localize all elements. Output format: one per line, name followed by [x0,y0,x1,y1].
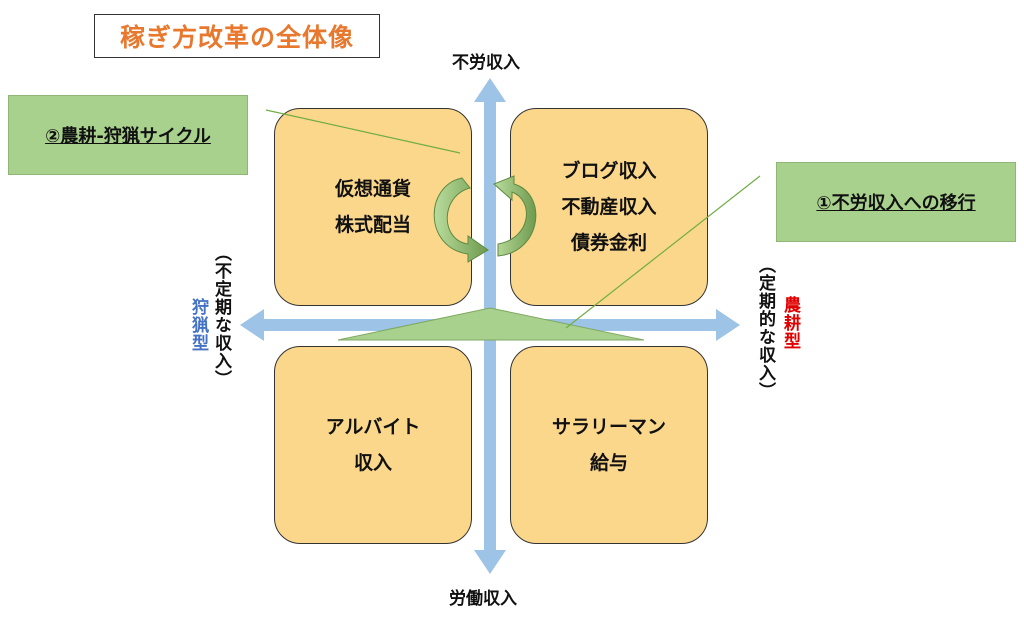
cycle-callout-pointer [265,109,461,154]
quadrant-bottom-left: アルバイト 収入 [274,346,472,544]
axis-label-top: 不労収入 [452,53,520,73]
quadrant-bottom-left-line-1: アルバイト [325,416,421,438]
axis-label-left: （不定期な収入） [211,244,231,388]
axis-label-bottom: 労働収入 [449,589,517,609]
shift-callout-pointer [565,175,761,329]
quadrant-top-right: ブログ収入 不動産収入 債券金利 [510,108,708,306]
quadrant-bottom-left-line-2: 収入 [353,452,392,474]
axis-label-right-type: 農耕型 [780,296,800,350]
quadrant-top-left-line-2: 株式配当 [334,214,411,236]
cycle-arrow-left-icon [433,177,489,263]
quadrant-bottom-right-line-1: サラリーマン [551,416,666,438]
axis-label-left-type: 狩猟型 [188,298,208,352]
quadrant-top-right-line-3: 債券金利 [570,232,647,254]
balance-triangle [337,307,645,341]
quadrant-top-right-line-1: ブログ収入 [561,160,657,182]
callout-shift: ①不労収入への移行 [776,162,1016,242]
quadrant-top-left-line-1: 仮想通貨 [334,178,411,200]
diagram-title: 稼ぎ方改革の全体像 [94,14,380,58]
callout-cycle: ②農耕-狩猟サイクル [8,95,248,175]
axis-label-right: （定期的な収入） [755,256,775,400]
cycle-arrow-right-icon [493,175,537,257]
quadrant-bottom-right: サラリーマン 給与 [510,346,708,544]
quadrant-top-right-line-2: 不動産収入 [561,196,657,218]
quadrant-bottom-right-line-2: 給与 [589,452,628,474]
